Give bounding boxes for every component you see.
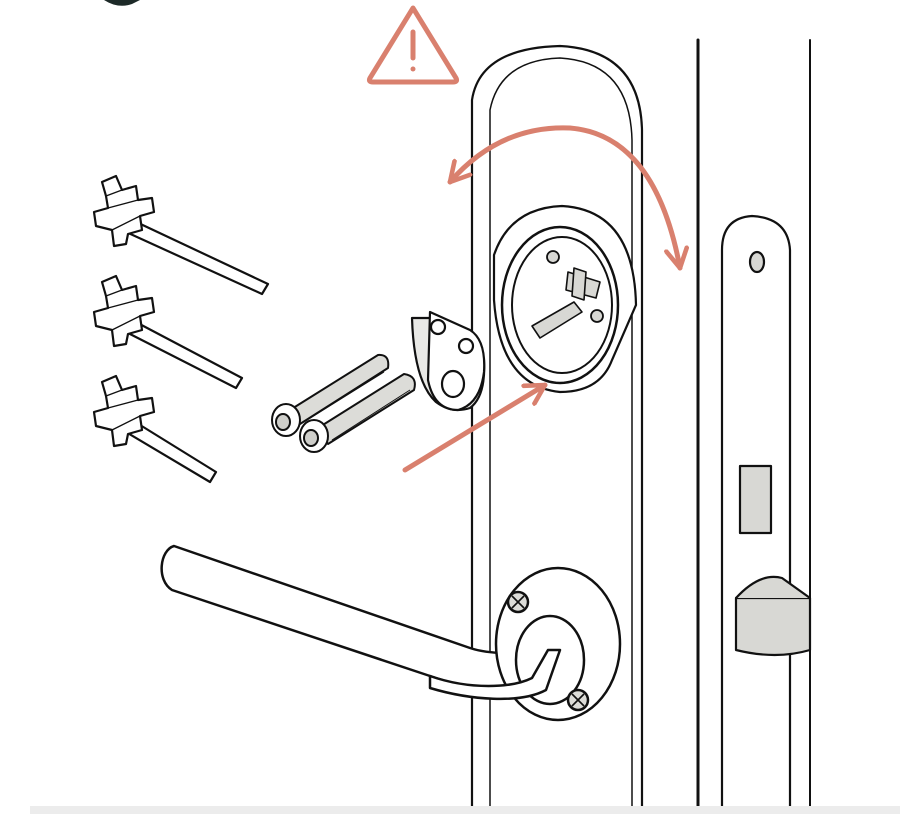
strike-plate-screw-hole xyxy=(748,250,766,274)
straight-arrow-icon xyxy=(402,382,548,473)
mounting-plate xyxy=(410,310,486,412)
lever-handle xyxy=(160,544,622,722)
screw-2 xyxy=(299,373,416,453)
latch-bolt-bevel xyxy=(735,575,811,599)
door-frame xyxy=(696,38,811,808)
latch-bolt xyxy=(734,596,812,657)
strike-opening xyxy=(738,464,773,535)
spindle-3 xyxy=(92,374,218,484)
mounting-plate-hole-2 xyxy=(457,337,475,355)
spindle-2 xyxy=(92,274,244,390)
screw-1 xyxy=(271,353,390,437)
warning-triangle-icon xyxy=(366,5,460,85)
screws xyxy=(271,353,416,453)
curved-double-arrow-icon xyxy=(447,125,680,271)
mounting-plate-hole-large xyxy=(440,369,466,399)
spindle-set xyxy=(92,174,270,484)
spindle-1 xyxy=(92,174,270,296)
strike-plate xyxy=(720,214,812,806)
recess-spindle xyxy=(531,267,601,339)
recess-screw-hole-top xyxy=(546,250,560,264)
recess-screw-hole-bottom xyxy=(590,309,604,323)
bottom-divider xyxy=(30,806,900,814)
cropped-corner-shape xyxy=(104,0,140,6)
mounting-plate-hole-1 xyxy=(429,318,447,336)
